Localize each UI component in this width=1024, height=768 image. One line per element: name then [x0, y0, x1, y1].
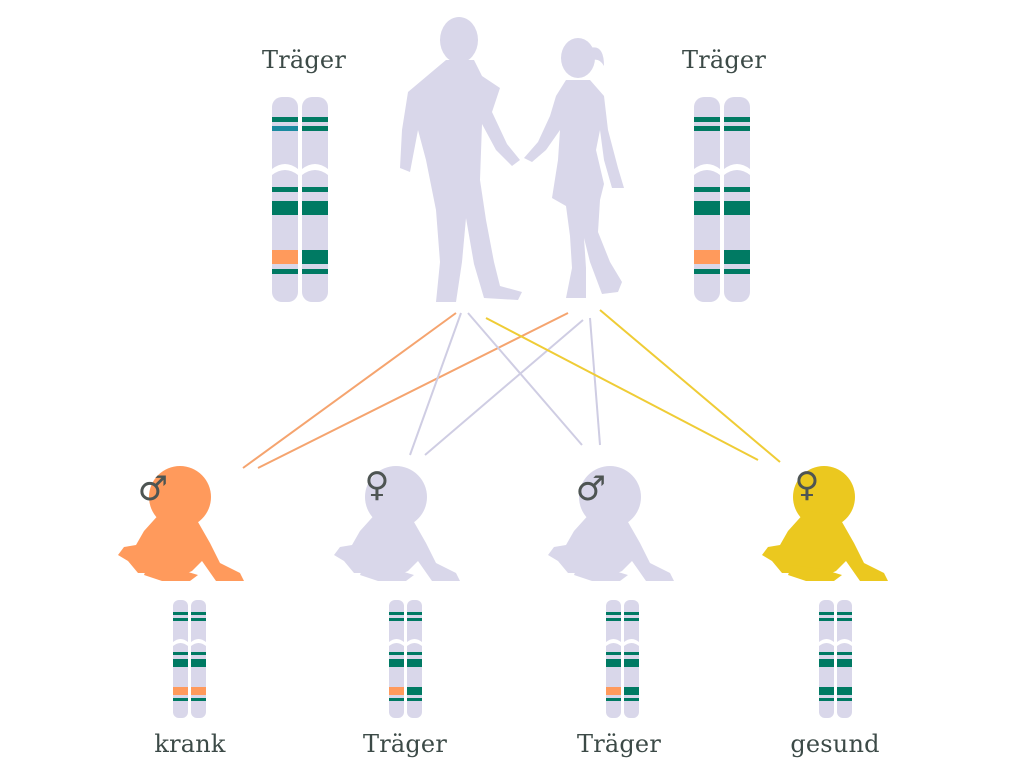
male-symbol-icon: ♂ — [575, 469, 607, 509]
line-mother-to-child-1 — [257, 312, 569, 469]
chromosome-pair-parent-right — [694, 97, 750, 302]
chromosome-pair-child-2 — [389, 600, 422, 718]
line-mother-to-child-4 — [599, 309, 781, 463]
line-father-to-child-4 — [485, 317, 759, 461]
male-symbol-icon: ♂ — [137, 469, 169, 509]
chromosome-pair-child-4 — [819, 600, 852, 718]
chromosome-pair-child-3 — [606, 600, 639, 718]
line-father-to-child-3 — [467, 312, 583, 446]
line-father-to-child-2 — [409, 312, 462, 456]
father-silhouette — [400, 17, 522, 302]
line-father-to-child-1 — [242, 312, 457, 469]
parent-left-label: Träger — [261, 46, 347, 74]
child-4-label: gesund — [790, 730, 880, 758]
parent-right-label: Träger — [681, 46, 767, 74]
inheritance-lines — [242, 309, 781, 469]
chromosome-pair-child-1 — [173, 600, 206, 718]
chromosome-pair-parent-left — [272, 97, 328, 302]
line-mother-to-child-2 — [424, 319, 584, 456]
female-symbol-icon: ♀ — [364, 465, 390, 505]
child-2-label: Träger — [362, 730, 448, 758]
line-mother-to-child-3 — [589, 317, 601, 446]
child-3-label: Träger — [576, 730, 662, 758]
female-symbol-icon: ♀ — [794, 465, 820, 505]
child-1-label: krank — [154, 730, 226, 758]
mother-silhouette — [524, 38, 624, 298]
